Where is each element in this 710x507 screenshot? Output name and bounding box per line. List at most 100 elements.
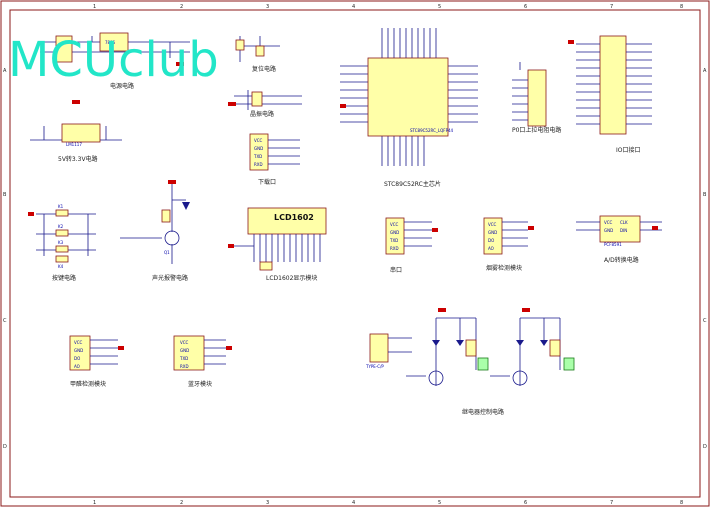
io-header: IO口接口 (568, 35, 652, 154)
smoke-ground (528, 226, 534, 230)
io-ground (568, 40, 574, 44)
lcd-contrast-pot (259, 261, 273, 271)
regulator-7805 (99, 32, 129, 52)
svg-text:DO: DO (488, 238, 494, 243)
col-4-bottom: 4 (352, 500, 355, 506)
svg-text:GND: GND (390, 230, 399, 235)
power-jack (55, 35, 73, 63)
download-caption: 下载口 (258, 178, 276, 186)
smoke-caption: 烟雾检测模块 (486, 264, 522, 272)
svg-text:TXD: TXD (389, 238, 398, 243)
alarm-caption: 声光报警电路 (152, 274, 188, 282)
svg-text:AO: AO (488, 246, 494, 251)
svg-text:DIN: DIN (620, 228, 627, 233)
svg-text:VCC: VCC (74, 340, 83, 345)
reset-cap (235, 39, 245, 51)
crystal-caption: 晶振电路 (250, 110, 274, 118)
bluetooth-caption: 蓝牙模块 (188, 380, 212, 388)
inner-frame (9, 9, 701, 498)
button-circuit: K1 K2 K3 K4 按键电路 (28, 204, 96, 282)
col-6-bottom: 6 (524, 500, 527, 506)
button-ground (28, 212, 34, 216)
row-d-right: D (703, 444, 707, 450)
column-markers: 1 2 3 4 5 6 7 8 1 2 3 4 5 6 7 8 (93, 4, 683, 506)
smoke-header (483, 217, 503, 255)
lcd-caption: LCD1602显示模块 (266, 274, 317, 282)
regulator-label: 7805 (105, 40, 116, 45)
col-3: 3 (266, 4, 269, 10)
svg-text:AO: AO (74, 364, 80, 369)
svg-text:RXD: RXD (390, 246, 399, 251)
formaldehyde-sensor: VCC GND DO AO 甲醛检测模块 (69, 335, 124, 388)
reset-resistor (255, 45, 265, 57)
relay2-led (540, 340, 548, 346)
key-k4 (55, 255, 69, 263)
mcu-chip-label: STC89C52RC_LQFP44 (410, 128, 454, 133)
row-d: D (3, 444, 7, 450)
ldo-circuit: LM1117 5V转3.3V电路 (30, 100, 122, 163)
power-caption: 电源电路 (110, 82, 134, 90)
bluetooth-body (173, 335, 205, 371)
relay1-coil (465, 339, 477, 357)
mcu-chip: STC89C52RC_LQFP44 STC89C52RC主芯片 (340, 28, 478, 188)
mcuclub-watermark: MCUclub (8, 32, 219, 88)
svg-text:K4: K4 (58, 264, 64, 269)
svg-text:TXD: TXD (253, 154, 262, 159)
col-8-bottom: 8 (680, 500, 683, 506)
col-5-bottom: 5 (438, 500, 441, 506)
svg-text:DO: DO (74, 356, 80, 361)
col-7-bottom: 7 (610, 500, 613, 506)
power-circuit: 7805 电源电路 (40, 32, 190, 90)
row-c: C (3, 318, 7, 324)
io-header-body (599, 35, 627, 135)
svg-text:TXD: TXD (179, 356, 188, 361)
svg-text:K2: K2 (58, 224, 64, 229)
pullup-caption: P0口上拉电阻电路 (512, 126, 561, 134)
svg-text:RXD: RXD (180, 364, 189, 369)
download-header (249, 133, 269, 171)
svg-text:RXD: RXD (254, 162, 263, 167)
serial-ground (432, 228, 438, 232)
serial-port: VCC GND TXD RXD 串口 (385, 217, 438, 274)
svg-text:K1: K1 (58, 204, 64, 209)
serial-header (385, 217, 405, 255)
crystal-oscillator (251, 91, 263, 107)
bluetooth-ground (226, 346, 232, 350)
alarm-led (182, 202, 190, 210)
row-a-right: A (703, 68, 707, 74)
col-6: 6 (524, 4, 527, 10)
adc-caption: A/D转换电路 (604, 256, 639, 264)
relay1-transistor (428, 370, 444, 386)
crystal-ground (228, 102, 236, 106)
svg-text:VCC: VCC (604, 220, 613, 225)
ldo-caption: 5V转3.3V电路 (58, 155, 98, 163)
lcd-module: LCD1602 LCD1602显示模块 (228, 207, 327, 282)
row-c-right: C (703, 318, 707, 324)
crystal-circuit: 晶振电路 (228, 90, 302, 118)
col-7: 7 (610, 4, 613, 10)
col-2: 2 (180, 4, 183, 10)
alarm-ground (168, 180, 176, 184)
svg-text:TYPE-C/P: TYPE-C/P (365, 364, 384, 369)
reset-circuit: 复位电路 (235, 36, 280, 73)
row-markers: A B C D A B C D (3, 68, 707, 450)
col-2-bottom: 2 (180, 500, 183, 506)
adc-circuit: VCC GND CLK DIN PCF8591 A/D转换电路 (576, 215, 662, 264)
col-8: 8 (680, 4, 683, 10)
mcu-ground (340, 104, 346, 108)
svg-text:CLK: CLK (620, 220, 628, 225)
svg-text:GND: GND (488, 230, 497, 235)
svg-text:Q1: Q1 (164, 250, 170, 255)
svg-text:K3: K3 (58, 240, 64, 245)
key-k2 (55, 229, 69, 237)
ldo-chip (61, 123, 101, 143)
svg-text:VCC: VCC (390, 222, 399, 227)
serial-caption: 串口 (390, 266, 402, 274)
svg-text:GND: GND (180, 348, 189, 353)
relay-caption: 继电器控制电路 (462, 408, 504, 416)
formaldehyde-ground (118, 346, 124, 350)
key-k1 (55, 209, 69, 217)
row-a: A (3, 68, 7, 74)
col-1-bottom: 1 (93, 500, 96, 506)
col-1: 1 (93, 4, 96, 10)
